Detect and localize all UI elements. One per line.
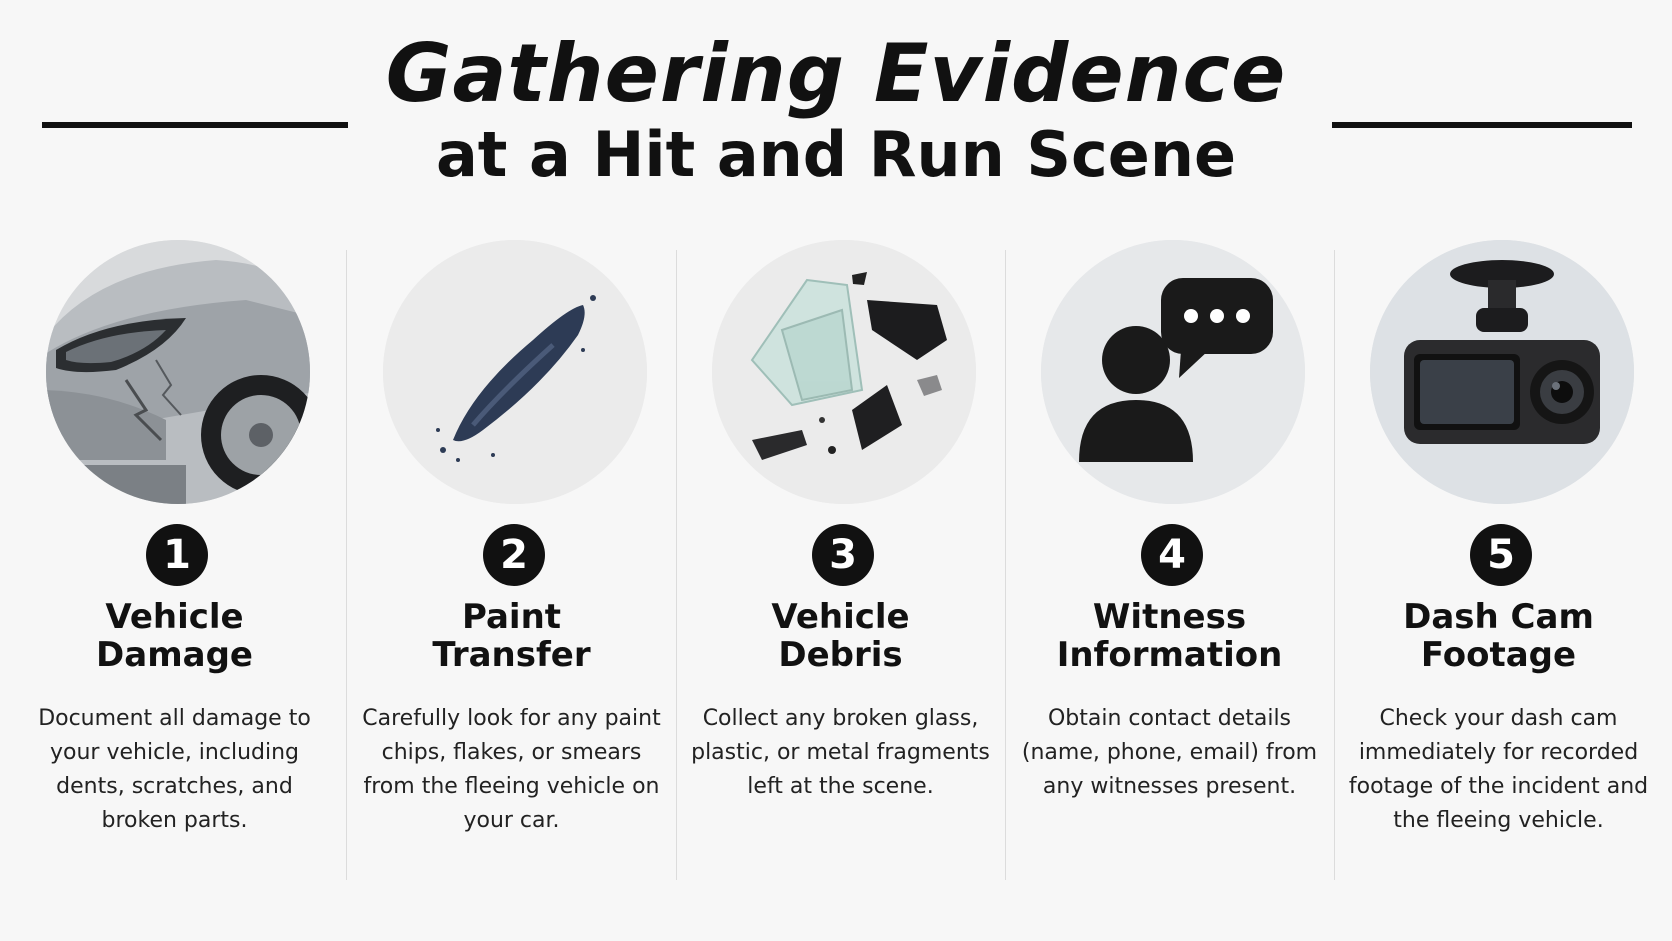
step-dash-cam-footage: 5 Dash Cam Footage Check your dash cam i… xyxy=(1334,240,1663,880)
step-number-badge: 5 xyxy=(1470,524,1532,586)
step-title: Vehicle Damage xyxy=(96,597,253,675)
paint-smear-icon xyxy=(383,240,647,504)
step-description: Document all damage to your vehicle, inc… xyxy=(38,706,311,833)
header: Gathering Evidence at a Hit and Run Scen… xyxy=(0,0,1672,220)
step-description: Obtain contact details (name, phone, ema… xyxy=(1021,706,1318,799)
step-vehicle-damage: 1 Vehicle Damage Document all damage to … xyxy=(10,240,339,880)
column-divider xyxy=(346,250,347,880)
step-title: Dash Cam Footage xyxy=(1403,597,1594,675)
title-rule-left xyxy=(42,122,348,128)
page-subtitle: at a Hit and Run Scene xyxy=(435,118,1237,191)
step-witness-information: 4 Witness Information Obtain contact det… xyxy=(1005,240,1334,880)
step-number-badge: 3 xyxy=(812,524,874,586)
debris-fragments-icon xyxy=(712,240,976,504)
step-title: Witness Information xyxy=(1056,597,1283,675)
step-description: Collect any broken glass, plastic, or me… xyxy=(691,706,990,799)
column-divider xyxy=(1005,250,1006,880)
step-number-badge: 4 xyxy=(1141,524,1203,586)
evidence-steps: 1 Vehicle Damage Document all damage to … xyxy=(0,240,1672,880)
column-divider xyxy=(676,250,677,880)
witness-speech-icon xyxy=(1041,240,1305,504)
step-title: Vehicle Debris xyxy=(771,597,910,675)
page-title: Gathering Evidence xyxy=(385,27,1287,120)
step-vehicle-debris: 3 Vehicle Debris Collect any broken glas… xyxy=(676,240,1005,880)
step-title: Paint Transfer xyxy=(432,597,591,675)
column-divider xyxy=(1334,250,1335,880)
damaged-car-icon xyxy=(46,240,310,504)
dash-cam-icon xyxy=(1370,240,1634,504)
title-rule-right xyxy=(1332,122,1632,128)
step-number-badge: 1 xyxy=(146,524,208,586)
step-number-badge: 2 xyxy=(483,524,545,586)
step-paint-transfer: 2 Paint Transfer Carefully look for any … xyxy=(347,240,676,880)
step-description: Check your dash cam immediately for reco… xyxy=(1348,706,1649,833)
step-description: Carefully look for any paint chips, flak… xyxy=(362,706,661,833)
